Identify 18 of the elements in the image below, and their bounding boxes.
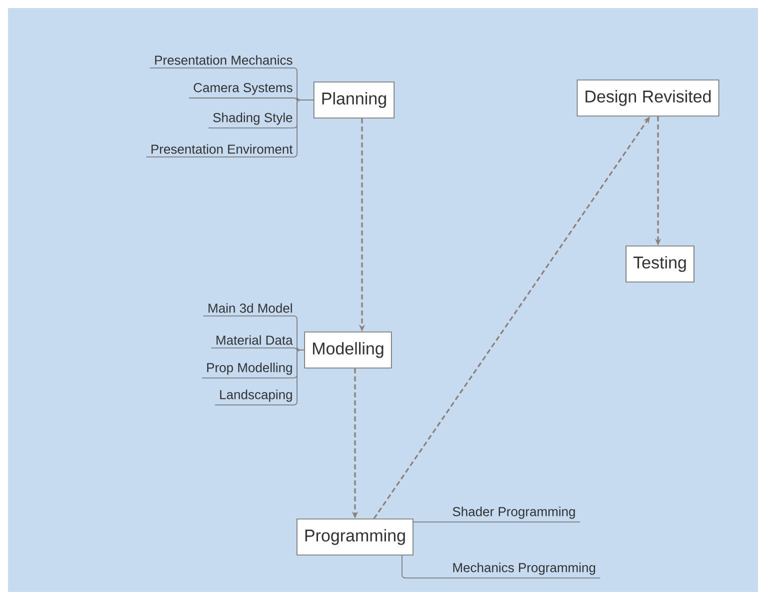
subtopic-label: Prop Modelling — [207, 362, 292, 375]
subtopic-label: Main 3d Model — [208, 303, 292, 313]
topic-box: Testing — [626, 246, 694, 282]
subtopic-label: Shader Programming — [452, 506, 575, 519]
subtopic-label: Material Data — [216, 335, 293, 345]
subtopic-label: Mechanics Programming — [453, 562, 596, 575]
subtopic-label: Camera Systems — [194, 83, 292, 95]
topic-box: Design Revisited — [576, 80, 720, 116]
topic-box: Programming — [296, 518, 414, 556]
topic-box: Planning — [314, 82, 394, 118]
topic-box: Modelling — [304, 332, 392, 368]
branch-line — [402, 554, 601, 578]
subtopic-label: Landscaping — [220, 390, 292, 402]
subtopic-label: Shading Style — [213, 112, 292, 125]
branch-line — [214, 350, 305, 406]
subtopic-label: Presentation Enviroment — [152, 144, 293, 154]
branch-line — [146, 100, 314, 158]
subtopic-label: Presentation Mechanics — [155, 55, 292, 65]
